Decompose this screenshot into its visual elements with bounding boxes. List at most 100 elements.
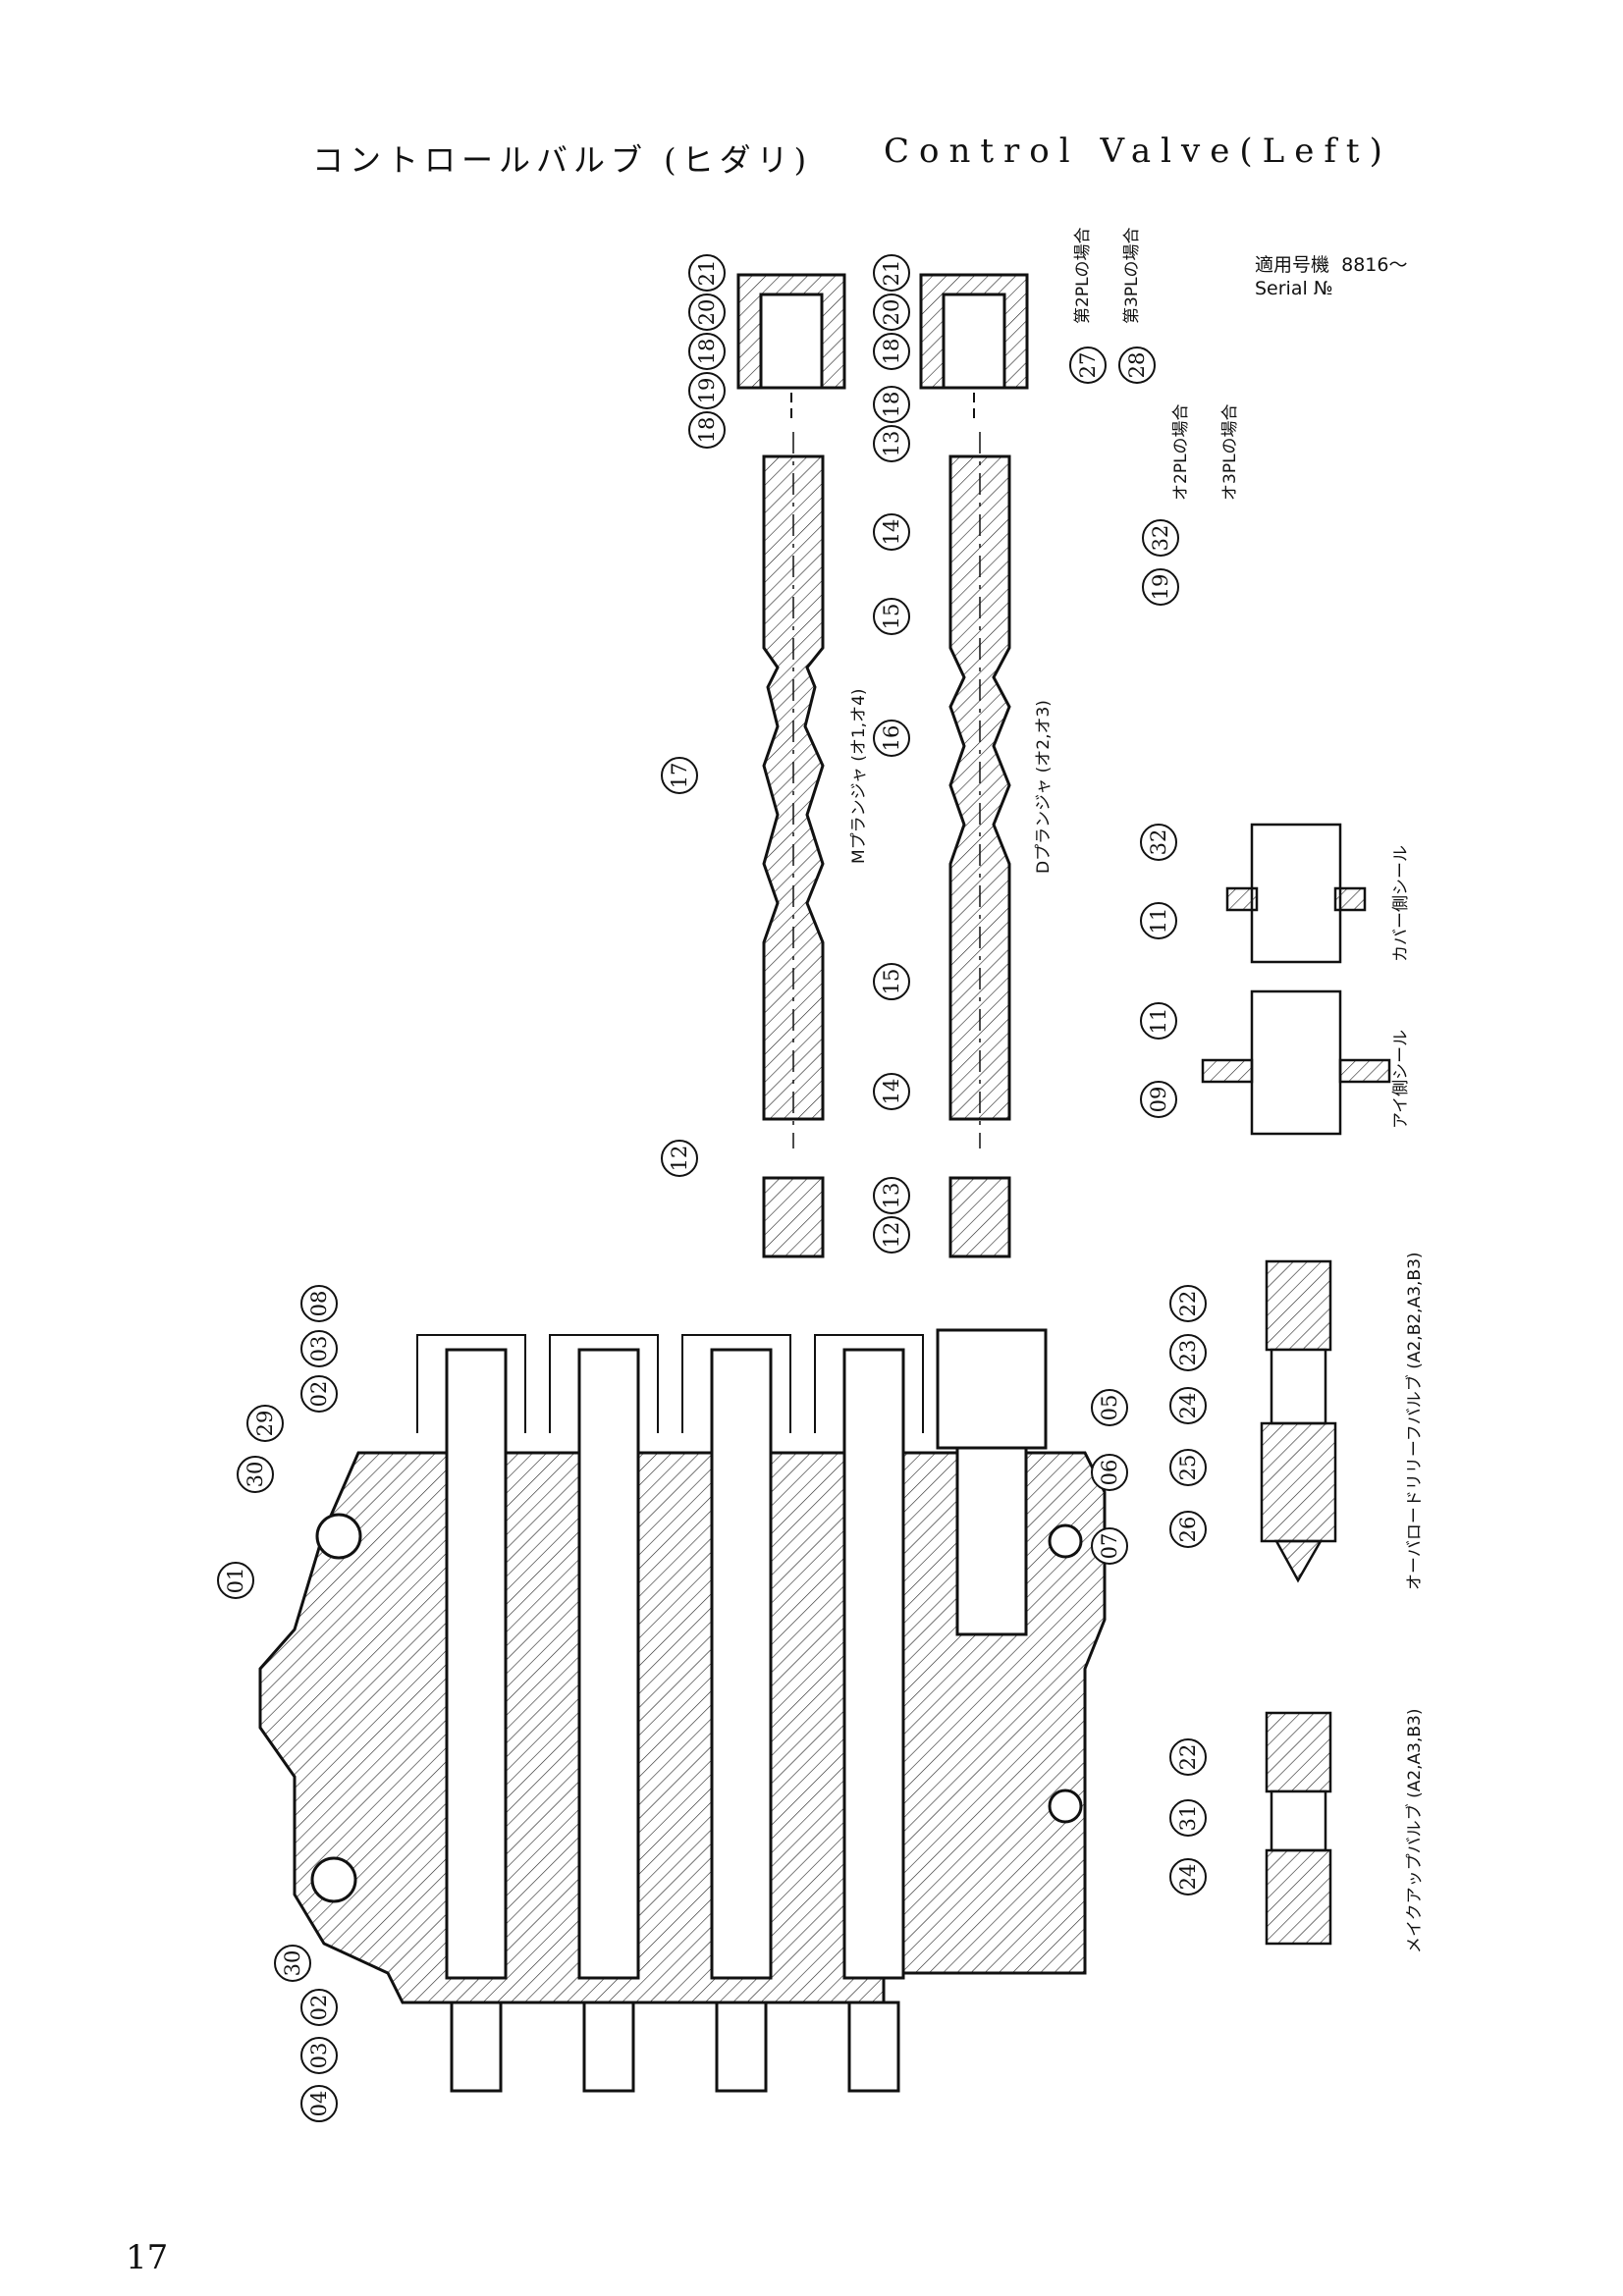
callout-marker: 18 [688, 333, 726, 370]
callout-marker: 30 [237, 1456, 274, 1493]
callout-label: 18 [880, 339, 903, 365]
note-overload-relief: オーバロードリリーフバルブ (A2,B2,A3,B3) [1404, 1252, 1425, 1590]
callout-label: 05 [1098, 1395, 1121, 1421]
callout-label: 14 [880, 1079, 903, 1105]
callout-label: 13 [880, 1183, 903, 1209]
note-d-plunger: Dプランジャ (オ2,オ3) [1034, 700, 1054, 874]
callout-marker: 04 [300, 2085, 338, 2122]
callout-marker: 18 [873, 386, 910, 423]
callout-label: 15 [880, 604, 903, 630]
callout-label: 07 [1098, 1533, 1121, 1560]
callout-marker: 13 [873, 425, 910, 462]
callout-marker: 15 [873, 598, 910, 635]
makeup-valve [1265, 1711, 1332, 1946]
serial-label-en: Serial № [1255, 278, 1333, 299]
callout-marker: 28 [1118, 347, 1156, 384]
callout-marker: 07 [1091, 1527, 1128, 1565]
callout-marker: 14 [873, 1073, 910, 1110]
callout-marker: 20 [688, 294, 726, 331]
callout-marker: 06 [1091, 1454, 1128, 1491]
callout-marker: 08 [300, 1285, 338, 1322]
callout-marker: 21 [873, 254, 910, 292]
callout-marker: 18 [688, 411, 726, 449]
note-28: 第3PLの場合 [1122, 227, 1142, 324]
callout-marker: 11 [1140, 902, 1177, 939]
callout-marker: 32 [1140, 824, 1177, 861]
callout-label: 27 [1076, 352, 1100, 379]
callout-marker: 11 [1140, 1002, 1177, 1040]
callout-label: 22 [1176, 1291, 1200, 1317]
callout-label: 18 [880, 392, 903, 418]
valve-body [258, 1328, 1107, 2093]
callout-label: 02 [307, 1995, 331, 2021]
note-case-seal: アイ側シール [1391, 1030, 1411, 1129]
callout-marker: 03 [300, 2037, 338, 2074]
cap-right [919, 273, 1029, 422]
callout-label: 19 [1149, 574, 1172, 601]
callout-label: 20 [880, 299, 903, 326]
callout-label: 31 [1176, 1805, 1200, 1832]
callout-marker: 22 [1169, 1738, 1207, 1776]
callout-label: 29 [253, 1411, 277, 1437]
callout-label: 11 [1147, 908, 1170, 934]
callout-marker: 17 [661, 757, 698, 794]
callout-marker: 31 [1169, 1799, 1207, 1837]
callout-label: 01 [224, 1568, 247, 1594]
callout-marker: 12 [873, 1216, 910, 1254]
callout-label: 26 [1176, 1517, 1200, 1543]
m-plunger [762, 432, 825, 1148]
overload-relief-valve [1260, 1259, 1337, 1583]
callout-label: 11 [1147, 1008, 1170, 1035]
note-cover-seal: カバー側シール [1391, 845, 1411, 962]
callout-label: 24 [1176, 1864, 1200, 1891]
callout-marker: 01 [217, 1562, 254, 1599]
note-m-plunger: Mプランジャ (オ1,オ4) [849, 688, 869, 864]
note-27: 第2PLの場合 [1073, 227, 1093, 324]
callout-marker: 13 [873, 1177, 910, 1214]
callout-label: 22 [1176, 1744, 1200, 1771]
callout-label: 32 [1149, 525, 1172, 552]
callout-marker: 02 [300, 1989, 338, 2026]
note-19: オ3PLの場合 [1220, 403, 1240, 501]
callout-label: 28 [1125, 352, 1149, 379]
callout-marker: 32 [1142, 519, 1179, 557]
callout-label: 18 [695, 417, 719, 444]
cap-left [736, 273, 846, 422]
callout-marker: 20 [873, 294, 910, 331]
callout-label: 18 [695, 339, 719, 365]
callout-marker: 19 [688, 372, 726, 409]
callout-marker: 24 [1169, 1858, 1207, 1896]
d-plunger [948, 432, 1011, 1148]
callout-label: 04 [307, 2091, 331, 2117]
callout-marker: 23 [1169, 1334, 1207, 1371]
callout-label: 09 [1147, 1087, 1170, 1113]
callout-label: 03 [307, 1336, 331, 1362]
callout-marker: 29 [246, 1405, 284, 1442]
callout-marker: 25 [1169, 1449, 1207, 1486]
callout-marker: 27 [1069, 347, 1107, 384]
callout-label: 15 [880, 969, 903, 995]
callout-marker: 26 [1169, 1511, 1207, 1548]
callout-label: 20 [695, 299, 719, 326]
callout-label: 30 [243, 1462, 267, 1488]
callout-marker: 22 [1169, 1285, 1207, 1322]
callout-label: 21 [880, 260, 903, 287]
callout-label: 12 [668, 1146, 691, 1172]
note-32: オ2PLの場合 [1171, 403, 1191, 501]
callout-marker: 12 [661, 1140, 698, 1177]
callout-label: 03 [307, 2043, 331, 2069]
callout-label: 13 [880, 431, 903, 457]
seat-right [948, 1176, 1011, 1258]
callout-marker: 21 [688, 254, 726, 292]
callout-label: 17 [668, 763, 691, 789]
callout-label: 08 [307, 1291, 331, 1317]
callout-marker: 14 [873, 513, 910, 551]
callout-marker: 18 [873, 333, 910, 370]
callout-label: 14 [880, 519, 903, 546]
callout-marker: 19 [1142, 568, 1179, 606]
callout-label: 23 [1176, 1340, 1200, 1366]
title-english: Control Valve(Left) [884, 132, 1392, 171]
callout-label: 12 [880, 1222, 903, 1249]
callout-label: 24 [1176, 1393, 1200, 1419]
